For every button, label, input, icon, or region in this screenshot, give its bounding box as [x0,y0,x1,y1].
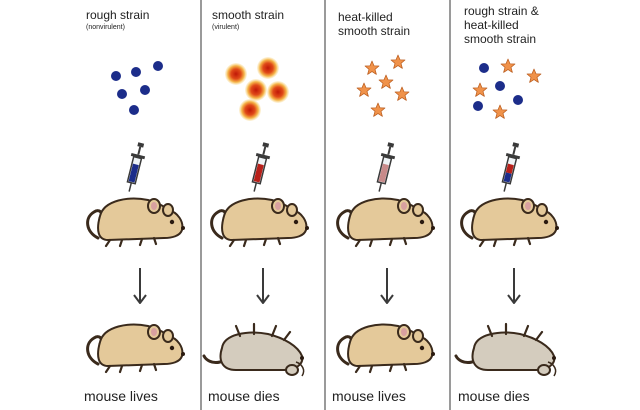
mouse-injected [336,197,437,248]
arrow-down-icon [380,267,394,304]
divider [200,0,202,410]
outcome-label: mouse lives [84,388,158,404]
syringe-red [246,140,275,195]
smooth-bacteria-cluster [225,57,289,121]
outcome-label: mouse dies [458,388,530,404]
rough-bacteria-cluster [111,61,163,115]
mouse-dead [454,322,558,378]
panel-rough: rough strain (nonvirulent) mouse lives [78,0,203,410]
panel-title: smooth strain (virulent) [212,8,330,32]
outcome-label: mouse lives [332,388,406,404]
divider [449,0,451,410]
arrow-down-icon [133,267,147,304]
arrow-down-icon [507,267,521,304]
mouse-alive [336,323,437,374]
title-line: heat-killed [464,18,519,32]
syringe-blue [121,140,150,195]
mouse-dead [202,322,306,378]
title-line: smooth strain [464,32,537,46]
mouse-injected [86,197,187,248]
mixed-bacteria-cluster [472,58,542,119]
title-subtitle: (virulent) [212,24,240,31]
heat-killed-bacteria-cluster [356,54,410,117]
panel-heat-killed: heat-killed smooth strain mouse lives [330,0,455,410]
syringe-mixed [496,140,525,195]
panel-title: heat-killed smooth strain [338,10,456,38]
panel-mixed: rough strain & heat-killed smooth strain… [456,0,581,410]
panel-smooth: smooth strain (virulent) mouse dies [204,0,329,410]
divider [324,0,326,410]
panel-title: rough strain & heat-killed smooth strain [464,4,582,46]
title-line: smooth strain [338,24,411,38]
mouse-injected [460,197,561,248]
mouse-alive [86,323,187,374]
arrow-down-icon [256,267,270,304]
title-subtitle: (nonvirulent) [86,24,125,31]
title-line: smooth strain [212,8,285,22]
outcome-label: mouse dies [208,388,280,404]
syringe-pink [371,140,400,195]
title-line: heat-killed [338,10,393,24]
panel-title: rough strain (nonvirulent) [86,8,204,32]
mouse-injected [210,197,311,248]
title-line: rough strain [86,8,150,22]
title-line: rough strain & [464,4,539,18]
